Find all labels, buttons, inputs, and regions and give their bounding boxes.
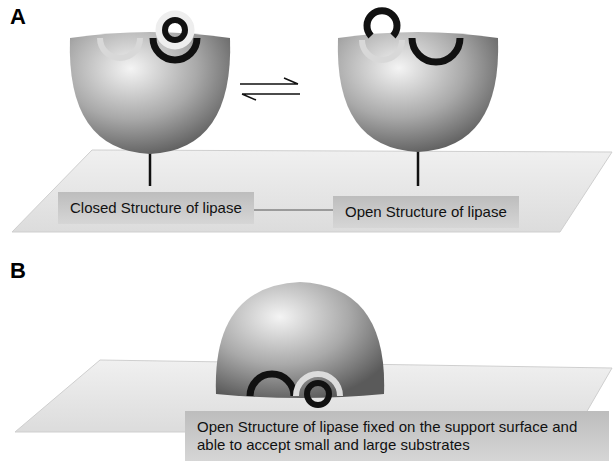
linker <box>417 148 420 186</box>
lipase-closed <box>70 15 230 154</box>
connector-line <box>254 209 333 210</box>
caption-text: Open Structure of lipase <box>345 203 507 221</box>
support-surface <box>12 150 612 232</box>
panel-letter: B <box>10 258 26 284</box>
lipase-open <box>338 11 498 152</box>
caption-box: Open Structure of lipase <box>333 196 519 228</box>
linker <box>149 150 152 186</box>
caption-box: Open Structure of lipase fixed on the su… <box>185 411 609 461</box>
equilibrium-arrows <box>240 78 300 100</box>
lipase-immobilised <box>216 282 384 405</box>
panel-letter: A <box>10 4 26 30</box>
caption-text: Open Structure of lipase fixed on the su… <box>197 418 597 454</box>
caption-box: Closed Structure of lipase <box>58 192 254 224</box>
caption-text: Closed Structure of lipase <box>70 199 242 217</box>
